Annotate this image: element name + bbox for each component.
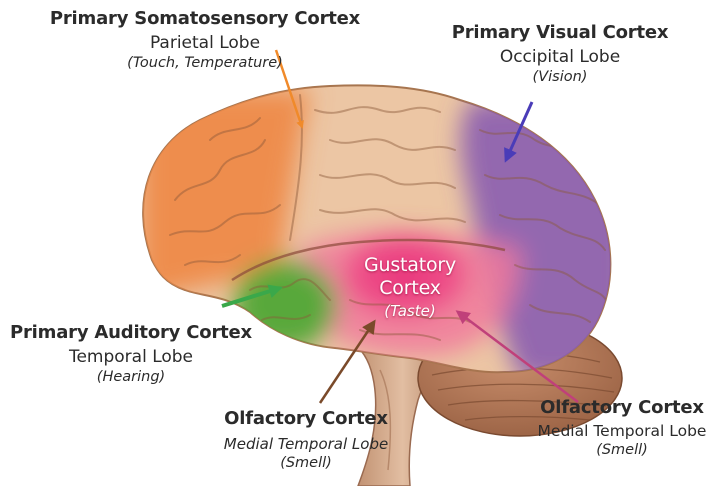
olfactory-right-lobe: Medial Temporal Lobe bbox=[522, 422, 722, 441]
olfactory-right-label: Olfactory Cortex Medial Temporal Lobe (S… bbox=[522, 397, 722, 460]
visual-lobe: Occipital Lobe bbox=[440, 47, 680, 67]
auditory-function: (Hearing) bbox=[0, 369, 262, 386]
olfactory-left-lobe: Medial Temporal Lobe bbox=[196, 435, 416, 453]
olfactory-left-function: (Smell) bbox=[196, 455, 416, 472]
somatosensory-lobe: Parietal Lobe bbox=[40, 33, 370, 53]
olfactory-left-title: Olfactory Cortex bbox=[196, 408, 416, 430]
visual-function: (Vision) bbox=[440, 69, 680, 86]
visual-label: Primary Visual Cortex Occipital Lobe (Vi… bbox=[440, 22, 680, 86]
somatosensory-function: (Touch, Temperature) bbox=[40, 55, 370, 72]
gustatory-line1: Gustatory bbox=[340, 254, 480, 277]
auditory-lobe: Temporal Lobe bbox=[0, 347, 262, 367]
gustatory-function: (Taste) bbox=[340, 302, 480, 320]
olfactory-left-label: Olfactory Cortex Medial Temporal Lobe (S… bbox=[196, 408, 416, 472]
auditory-label: Primary Auditory Cortex Temporal Lobe (H… bbox=[0, 322, 262, 386]
olfactory-right-title: Olfactory Cortex bbox=[522, 397, 722, 419]
visual-title: Primary Visual Cortex bbox=[440, 22, 680, 44]
gustatory-line2: Cortex bbox=[340, 277, 480, 300]
auditory-title: Primary Auditory Cortex bbox=[0, 322, 262, 344]
olfactory-right-function: (Smell) bbox=[522, 442, 722, 459]
somatosensory-title: Primary Somatosensory Cortex bbox=[40, 8, 370, 30]
gustatory-label: Gustatory Cortex (Taste) bbox=[340, 254, 480, 320]
somatosensory-label: Primary Somatosensory Cortex Parietal Lo… bbox=[40, 8, 370, 72]
